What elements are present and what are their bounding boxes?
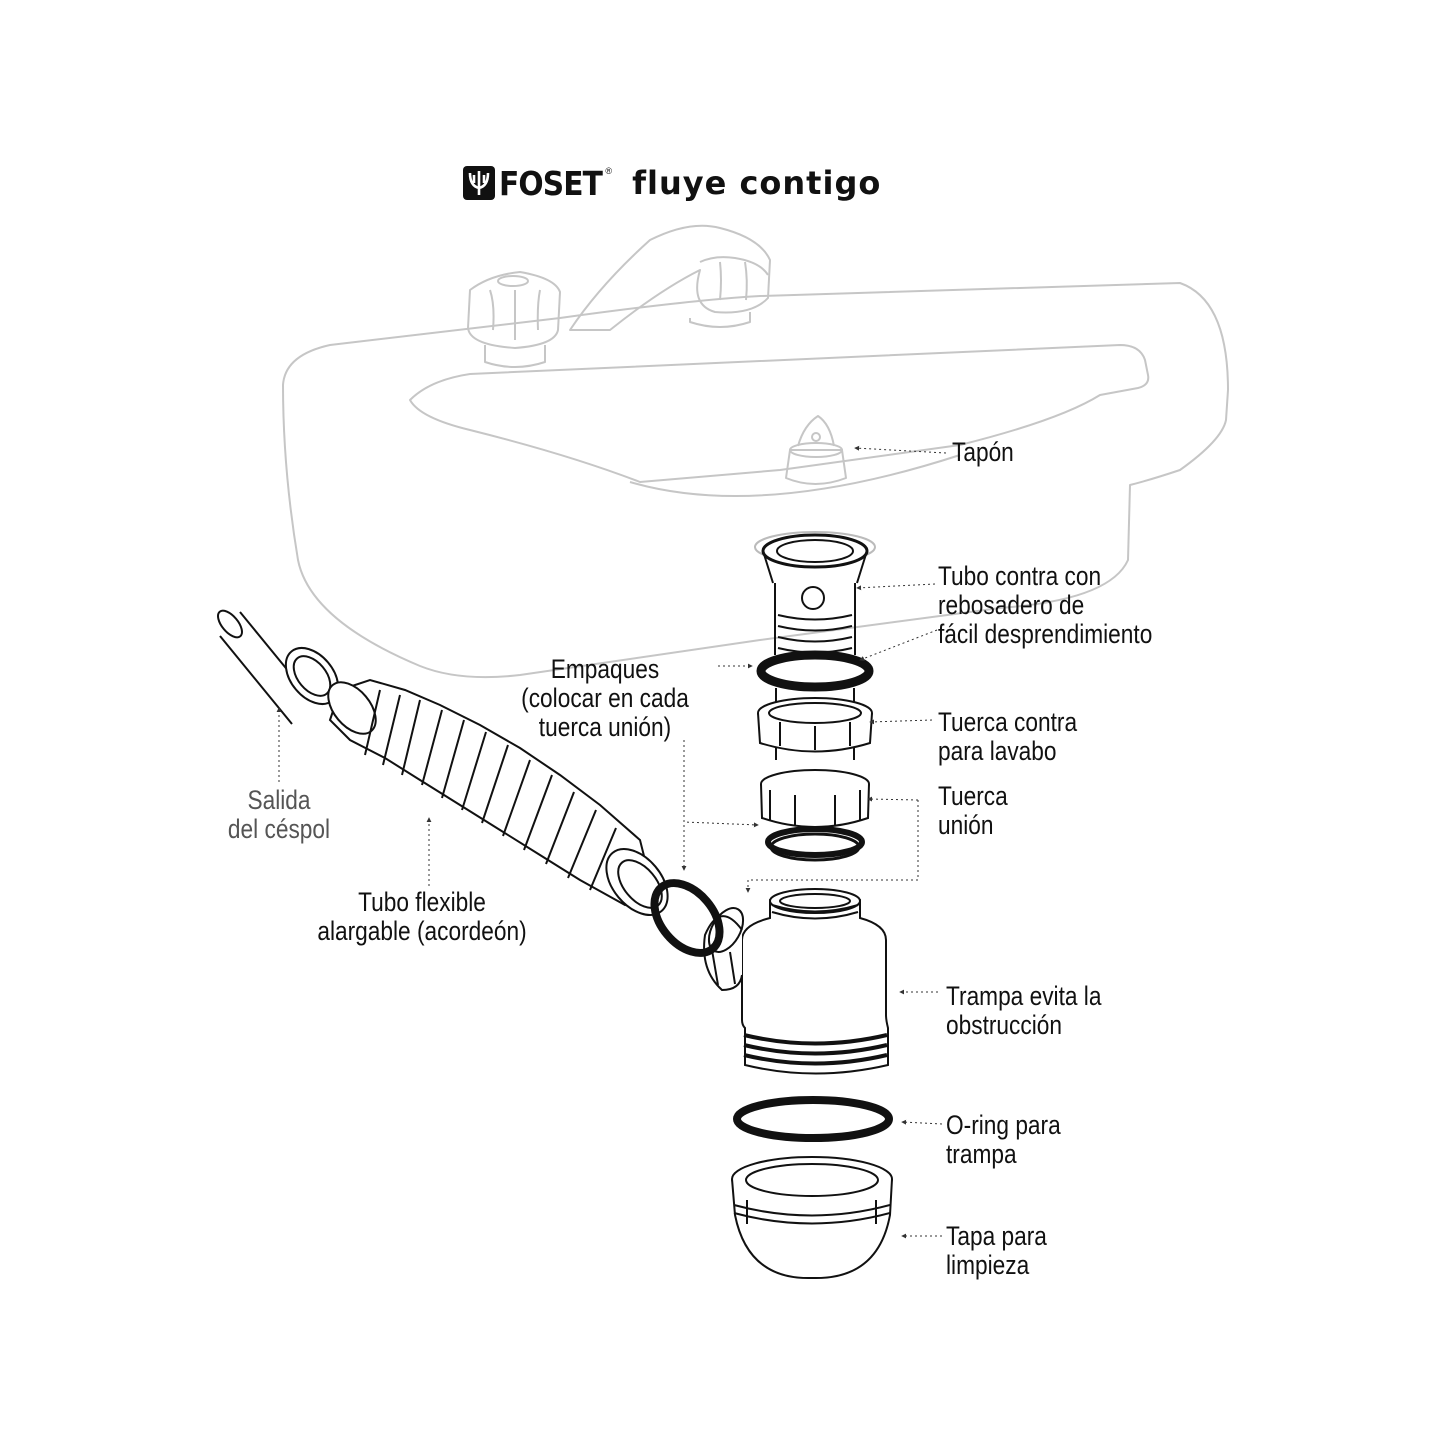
outlet-pipe-part bbox=[217, 609, 340, 725]
sink-illustration bbox=[282, 224, 1229, 679]
trident-logo-icon bbox=[463, 166, 495, 200]
hose-gasket-part bbox=[650, 879, 724, 957]
brand-heading: FOSET ® fluye contigo bbox=[463, 160, 881, 206]
sink-nut-part bbox=[757, 688, 873, 760]
label-oring: O-ring para trampa bbox=[946, 1110, 1061, 1169]
cleaning-cap-part bbox=[731, 1156, 893, 1280]
label-trampa: Trampa evita la obstrucción bbox=[946, 981, 1102, 1040]
label-tapa-limpieza: Tapa para limpieza bbox=[946, 1221, 1047, 1280]
label-empaques: Empaques (colocar en cada tuerca unión) bbox=[521, 654, 689, 742]
registered-mark: ® bbox=[605, 166, 613, 176]
leader-lines bbox=[276, 445, 947, 1239]
drain-tube-part bbox=[754, 531, 876, 655]
gasket-upper-part bbox=[756, 650, 874, 692]
label-tapon: Tapón bbox=[952, 437, 1014, 467]
gasket-lower-part bbox=[765, 826, 865, 862]
label-salida-cespol: Salida del céspol bbox=[227, 785, 331, 844]
brand-name: FOSET bbox=[499, 163, 603, 203]
trap-oring-part bbox=[733, 1096, 893, 1142]
label-tubo-flexible: Tubo flexible alargable (acordeón) bbox=[317, 887, 527, 946]
label-tubo-contra: Tubo contra con rebosadero de fácil desp… bbox=[938, 561, 1153, 649]
label-tuerca-contra: Tuerca contra para lavabo bbox=[938, 707, 1078, 766]
label-tuerca-union: Tuerca unión bbox=[938, 781, 1008, 840]
union-nut-part bbox=[760, 769, 870, 828]
trap-part bbox=[703, 888, 889, 1075]
brand-slogan: fluye contigo bbox=[632, 164, 882, 202]
